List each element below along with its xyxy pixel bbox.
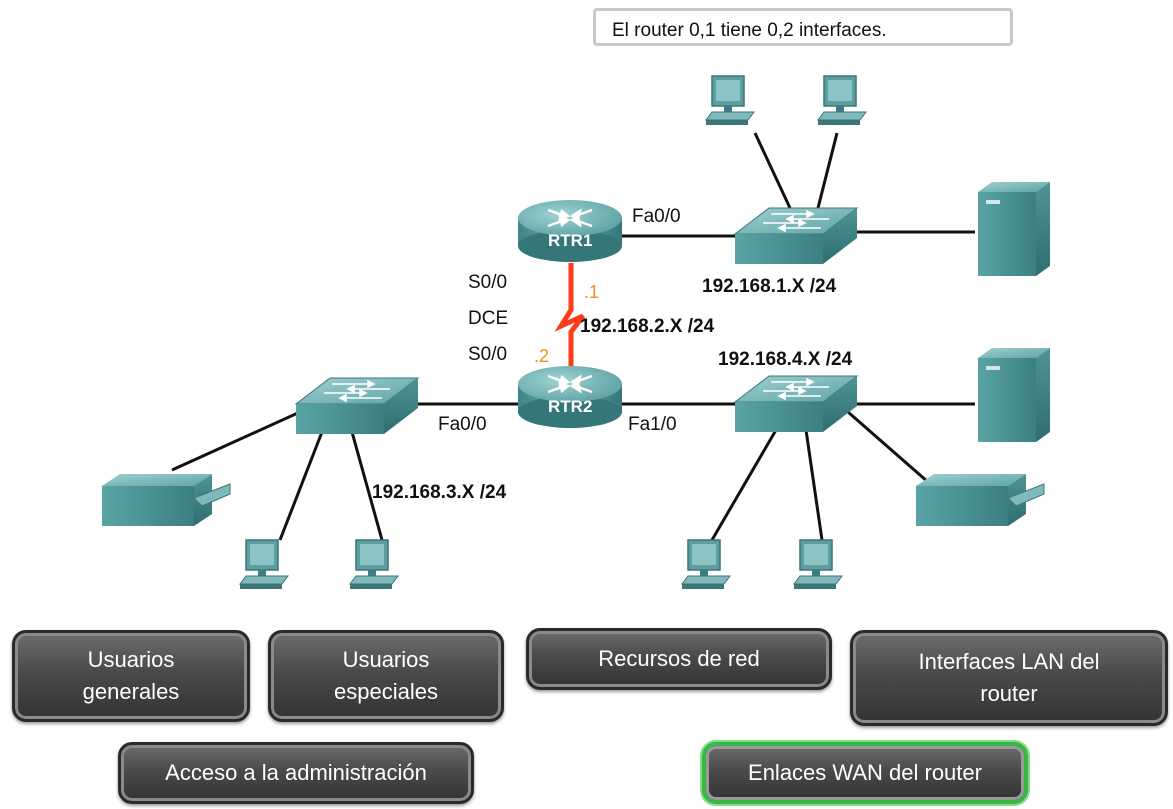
switch-lan3-icon: [295, 377, 419, 435]
rtr2-s00-label: S0/0: [468, 344, 507, 365]
printer-2-icon: [915, 473, 1045, 527]
acceso-administracion-button[interactable]: Acceso a la administración: [118, 742, 474, 804]
rtr2-fa00-label: Fa0/0: [438, 414, 487, 435]
net3-label: 192.168.3.X /24: [372, 482, 507, 503]
interfaces-lan-button[interactable]: Interfaces LAN del router: [850, 630, 1168, 726]
link-switch1-pc1: [753, 132, 792, 209]
link-switch3-printer1: [171, 410, 301, 472]
server-1-icon: [978, 182, 1050, 276]
link-switch4-pc6: [804, 429, 824, 541]
rtr2-octet-label: .2: [534, 346, 549, 366]
rtr1-s00-label: S0/0: [468, 272, 507, 293]
usuarios-generales-button[interactable]: Usuarios generales: [12, 630, 250, 722]
link-switch1-pc2: [816, 132, 839, 209]
net4-label: 192.168.4.X /24: [718, 349, 853, 370]
rtr1-fa00-label: Fa0/0: [632, 206, 681, 227]
dce-label: DCE: [468, 308, 508, 329]
rtr2-fa10-label: Fa1/0: [628, 414, 677, 435]
net2-label: 192.168.2.X /24: [580, 316, 715, 337]
rtr1-label: RTR1: [548, 231, 592, 250]
pc-2-icon: [817, 75, 867, 126]
link-switch4-pc5: [710, 429, 778, 541]
pc-1-icon: [705, 75, 755, 126]
rtr2-label: RTR2: [548, 397, 592, 416]
pc-6-icon: [793, 539, 843, 590]
usuarios-especiales-button[interactable]: Usuarios especiales: [268, 630, 504, 722]
net1-label: 192.168.1.X /24: [702, 276, 837, 297]
wan-serial-link: [554, 263, 585, 372]
switch-lan4-icon: [734, 375, 858, 433]
switch-lan1-icon: [734, 207, 858, 265]
pc-5-icon: [681, 539, 731, 590]
server-2-icon: [978, 348, 1050, 442]
pc-4-icon: [349, 539, 399, 590]
info-box: El router 0,1 tiene 0,2 interfaces.: [593, 8, 1013, 46]
pc-3-icon: [239, 539, 289, 590]
recursos-de-red-button[interactable]: Recursos de red: [526, 628, 832, 690]
link-switch4-printer2: [847, 410, 929, 484]
enlaces-wan-button[interactable]: Enlaces WAN del router: [702, 742, 1028, 804]
link-switch3-pc3: [278, 431, 324, 541]
cabling: [171, 132, 975, 541]
printer-1-icon: [101, 473, 231, 527]
rtr1-octet-label: .1: [584, 282, 599, 302]
link-switch3-pc4: [350, 431, 384, 541]
